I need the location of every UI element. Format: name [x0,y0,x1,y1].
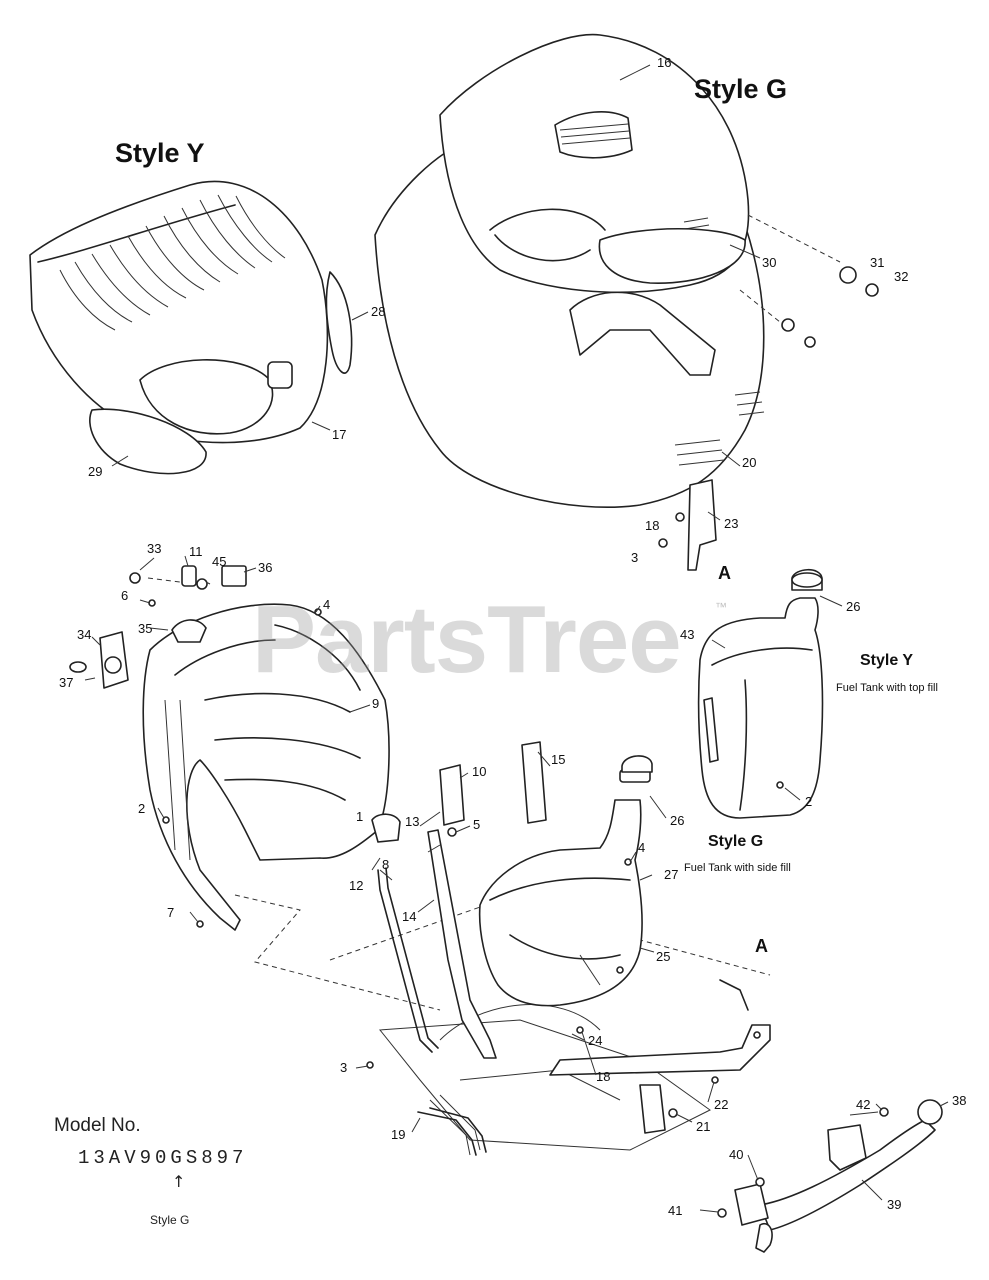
style-g-hood [374,33,879,571]
style-g-title: Style G [694,74,788,104]
watermark: PartsTree [252,586,682,693]
callout-9: 9 [372,696,380,711]
callout-30: 30 [762,255,777,270]
callout-42: 42 [856,1097,871,1112]
callout-21: 21 [696,1119,711,1134]
callout-4-bottom: 4 [638,840,646,855]
style-y-fuel-tank [697,568,824,819]
style-y-tank-title: Style Y [860,652,914,669]
style-y-title: Style Y [115,138,205,168]
callout-12: 12 [349,878,364,893]
callout-2-left: 2 [138,801,146,816]
trademark-mark: ™ [715,600,727,614]
callout-2-right: 2 [805,794,813,809]
callout-3-bottom: 3 [340,1060,348,1075]
callout-34: 34 [77,627,92,642]
callout-18-top: 18 [645,518,660,533]
model-number-label: Model No. [54,1115,141,1136]
callout-10: 10 [472,764,487,779]
style-g-fuel-tank [478,755,653,1007]
callout-15: 15 [551,752,566,767]
model-style-label: Style G [150,1213,190,1227]
callout-7: 7 [167,905,175,920]
rods [366,741,547,1156]
callout-16: 16 [657,55,672,70]
style-y-hood [29,180,353,475]
callout-36: 36 [258,560,273,575]
callout-31: 31 [870,255,885,270]
fuel-filler-assembly [717,1099,943,1253]
callout-24: 24 [588,1033,603,1048]
style-g-tank-note: Fuel Tank with side fill [684,862,791,874]
callout-11: 11 [189,544,203,559]
callout-19: 19 [391,1127,406,1142]
callout-41: 41 [668,1203,683,1218]
callout-29: 29 [88,464,103,479]
callout-13: 13 [405,814,420,829]
callout-40: 40 [729,1147,744,1162]
style-y-tank-note: Fuel Tank with top fill [836,682,938,694]
callout-5: 5 [473,817,481,832]
callout-26-top: 26 [846,599,861,614]
callout-26-bottom: 26 [670,813,685,828]
callout-23: 23 [724,516,739,531]
callout-33: 33 [147,541,162,556]
dash-panel [69,565,390,931]
callout-6: 6 [121,588,129,603]
callout-8: 8 [382,857,390,872]
callout-43: 43 [680,627,695,642]
model-number-value: 13AV90GS897 [78,1147,248,1169]
callout-25: 25 [656,949,671,964]
leader-lines [84,64,949,1213]
style-g-tank-title: Style G [708,833,764,850]
callout-18-bottom: 18 [596,1069,611,1084]
callout-4-top: 4 [323,597,331,612]
callout-28: 28 [371,304,386,319]
callout-39: 39 [887,1197,902,1212]
callout-3-top: 3 [631,550,639,565]
callout-14: 14 [402,909,417,924]
callout-27: 27 [664,867,679,882]
callout-38: 38 [952,1093,967,1108]
callout-35: 35 [138,621,153,636]
reference-marker-a-bottom: A [755,936,768,956]
reference-marker-a-top: A [718,563,731,583]
callout-37: 37 [59,675,74,690]
arrow-up-icon: ↑ [172,1172,186,1191]
part-19-rods [417,1107,487,1156]
callout-32: 32 [894,269,909,284]
callout-1: 1 [356,809,364,824]
callout-45: 45 [212,554,227,569]
callout-22: 22 [714,1097,729,1112]
callout-17: 17 [332,427,347,442]
callout-20: 20 [742,455,757,470]
